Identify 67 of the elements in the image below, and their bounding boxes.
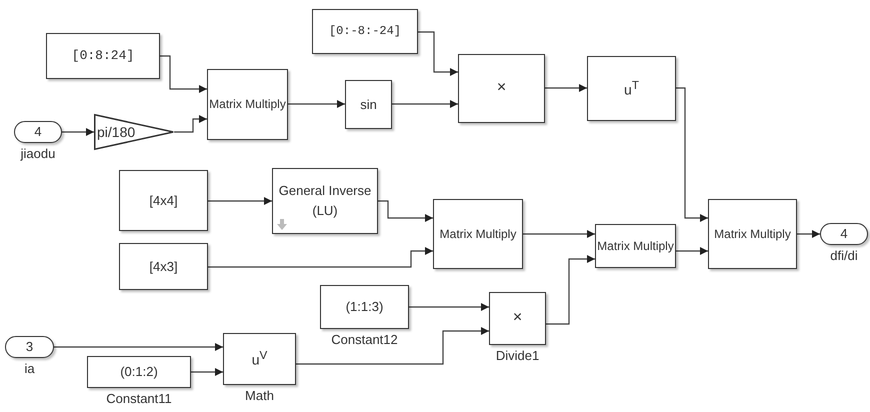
function-block — [320, 285, 409, 329]
function-block — [119, 243, 208, 290]
block-label: Matrix Multiply — [714, 228, 791, 240]
block-label: [4x4] — [149, 194, 178, 208]
block-label: Matrix Multiply — [209, 98, 286, 111]
block-label: u$^{V}$ — [252, 350, 268, 368]
function-block — [708, 199, 797, 269]
gain-block — [94, 114, 174, 150]
block-label: u$^{T}$ — [624, 80, 639, 98]
block-label: (0:1:2) — [120, 365, 158, 379]
signal-arrow — [378, 200, 433, 222]
port-block — [14, 121, 62, 143]
block-name: Constant12 — [331, 332, 398, 347]
block-label: 4 — [34, 125, 42, 139]
signal-arrow — [296, 327, 489, 365]
function-block — [87, 356, 191, 388]
port-block — [5, 336, 54, 358]
block-label: [4x3] — [149, 260, 178, 274]
block-label: Matrix Multiply — [440, 228, 516, 240]
function-block — [119, 170, 208, 231]
function-block — [595, 224, 676, 268]
function-block — [489, 292, 546, 345]
signal-arrow — [545, 84, 587, 92]
function-block — [587, 56, 676, 121]
signal-arrow — [208, 197, 272, 205]
block-name: Constant11 — [106, 391, 172, 406]
function-block — [458, 54, 545, 123]
signal-arrow — [418, 31, 458, 76]
function-block — [46, 33, 160, 79]
signal-arrow — [392, 100, 458, 108]
block-label: Matrix Multiply — [597, 240, 674, 252]
function-block — [207, 69, 288, 140]
block-label: pi/180 — [96, 124, 136, 140]
function-block — [272, 168, 378, 234]
signal-arrow — [174, 115, 207, 133]
block-label: [0:-8:-24] — [328, 25, 401, 38]
block-label: 4 — [840, 227, 848, 241]
signal-arrow — [523, 230, 595, 238]
block-label: × — [496, 80, 506, 97]
signal-arrow — [191, 368, 223, 376]
signal-arrow — [54, 343, 223, 351]
block-label: [0:8:24] — [72, 49, 134, 63]
block-name: Divide1 — [496, 348, 540, 363]
block-label: (LU) — [312, 204, 338, 218]
block-name: ia — [24, 361, 35, 376]
signal-arrow — [546, 255, 595, 325]
signal-arrow — [676, 87, 708, 222]
block-label: × — [512, 310, 522, 327]
block-name: Math — [245, 388, 274, 403]
signal-arrow — [797, 230, 820, 238]
block-name: jiaodu — [20, 146, 56, 161]
function-block — [345, 80, 392, 129]
signal-arrow — [160, 55, 207, 93]
function-block — [433, 199, 523, 269]
block-label: sin — [360, 98, 377, 112]
block-label: (1:1:3) — [346, 300, 384, 314]
function-block — [223, 333, 296, 385]
signal-arrow — [288, 100, 345, 108]
signal-arrow — [62, 128, 94, 136]
signal-arrow — [676, 247, 708, 255]
signal-arrow — [208, 247, 433, 268]
block-label: 3 — [26, 340, 34, 354]
function-block — [312, 9, 418, 54]
block-label: General Inverse — [278, 184, 372, 198]
signal-arrow — [409, 303, 489, 311]
port-block — [820, 223, 868, 245]
block-name: dfi/di — [830, 248, 858, 263]
